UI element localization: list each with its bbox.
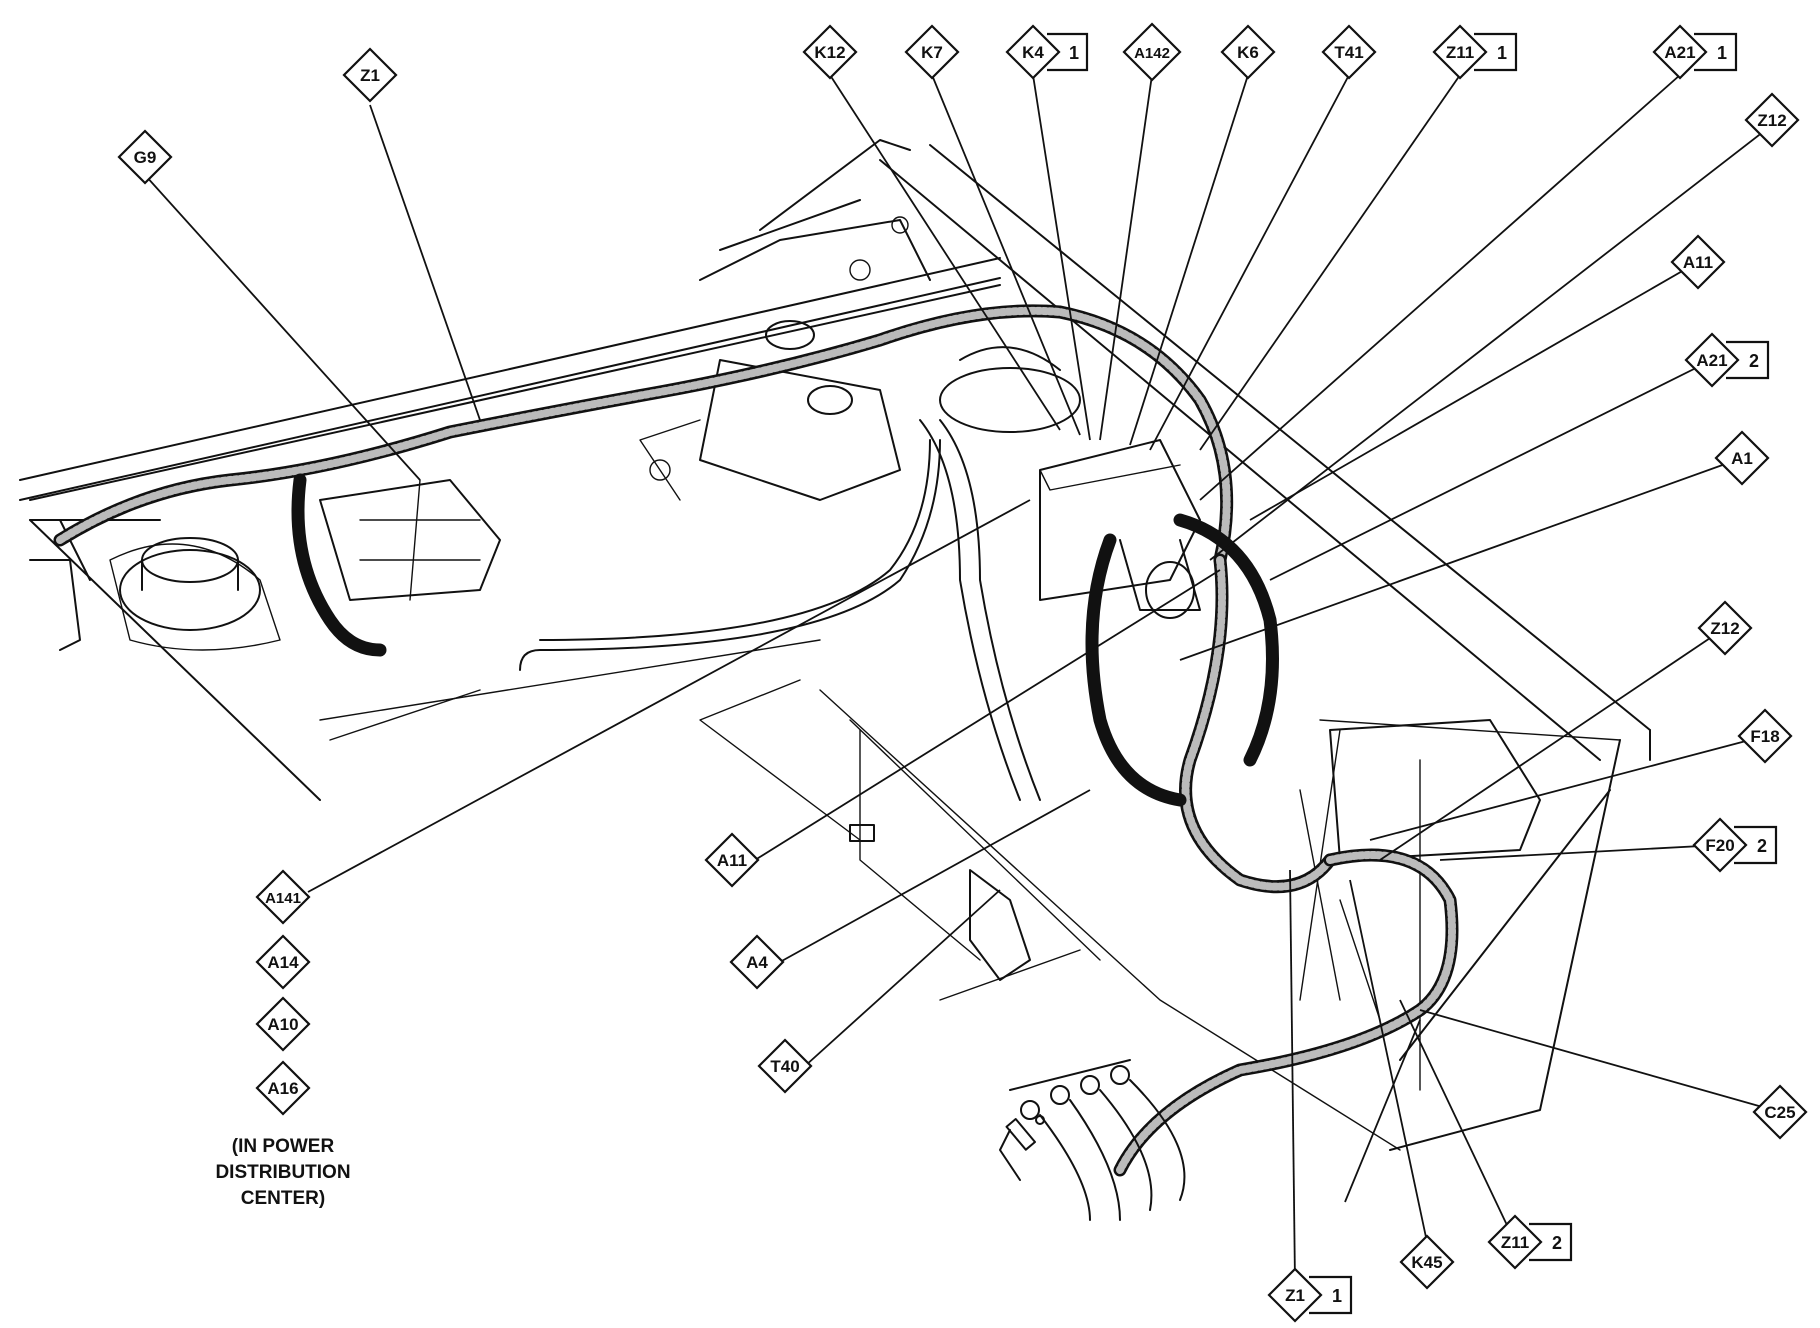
svg-text:K6: K6 [1237,43,1259,62]
note-line-2: DISTRIBUTION [215,1162,350,1183]
svg-text:A11: A11 [717,851,747,870]
callout-z11-top: Z11 1 [1432,24,1518,80]
svg-text:Z11: Z11 [1501,1233,1529,1252]
callout-z1-bottom: Z1 1 [1267,1267,1353,1323]
svg-text:A21: A21 [1696,351,1727,370]
svg-text:K4: K4 [1022,43,1044,62]
svg-text:2: 2 [1757,836,1767,856]
svg-text:A11: A11 [1683,253,1713,272]
callout-a14: A14 [255,934,311,990]
note-line-1: (IN POWER [232,1136,335,1157]
callout-g9: G9 [117,129,173,185]
svg-text:T41: T41 [1334,43,1363,62]
svg-text:A4: A4 [746,953,768,972]
svg-text:1: 1 [1332,1286,1342,1306]
svg-text:F20: F20 [1705,836,1734,855]
callout-t40: T40 [757,1038,813,1094]
callout-a16: A16 [255,1060,311,1116]
callout-k4: K4 1 [1005,24,1089,80]
svg-text:1: 1 [1069,43,1079,63]
note-line-3: CENTER) [241,1188,325,1209]
callout-c25: C25 [1752,1084,1808,1140]
svg-text:T40: T40 [770,1057,799,1076]
svg-text:K7: K7 [921,43,943,62]
callout-a1: A1 [1714,430,1770,486]
callout-a141: A141 [255,869,311,925]
svg-text:A14: A14 [267,953,299,972]
svg-text:2: 2 [1552,1233,1562,1253]
svg-text:A141: A141 [265,890,301,907]
callout-k6: K6 [1220,24,1276,80]
svg-text:2: 2 [1749,351,1759,371]
svg-text:Z12: Z12 [1757,111,1786,130]
callout-z12-right: Z12 [1697,600,1753,656]
wiring-harness [53,304,1459,1221]
callout-a21-top: A21 1 [1652,24,1738,80]
callout-a11-left: A11 [704,832,760,888]
svg-text:G9: G9 [134,148,157,167]
callout-a11-right: A11 [1670,234,1726,290]
callout-f18: F18 [1737,708,1793,764]
svg-text:Z11: Z11 [1446,43,1474,62]
svg-text:A21: A21 [1664,43,1695,62]
svg-text:A16: A16 [267,1079,298,1098]
ground-terminals [999,1059,1186,1221]
svg-text:K45: K45 [1411,1253,1442,1272]
svg-text:A10: A10 [267,1015,298,1034]
svg-text:A1: A1 [1731,449,1753,468]
callout-f20: F20 2 [1692,817,1778,873]
svg-text:Z1: Z1 [1285,1286,1305,1305]
callout-k45: K45 [1399,1234,1455,1290]
power-distribution-note: (IN POWER DISTRIBUTION CENTER) [215,1136,350,1209]
svg-text:F18: F18 [1750,727,1779,746]
svg-text:K12: K12 [814,43,845,62]
svg-text:1: 1 [1717,43,1727,63]
callout-z12-top: Z12 [1744,92,1800,148]
callout-a4: A4 [729,934,785,990]
svg-text:1: 1 [1497,43,1507,63]
engine-compartment-drawing [19,139,1651,1151]
callout-a10: A10 [255,996,311,1052]
callout-t41: T41 [1321,24,1377,80]
callout-z11-bottom: Z11 2 [1487,1214,1573,1270]
svg-text:Z1: Z1 [360,66,380,85]
callout-k12: K12 [802,24,858,80]
svg-text:A142: A142 [1134,45,1170,62]
callout-z1-top: Z1 [342,47,398,103]
svg-text:C25: C25 [1764,1103,1795,1122]
leader-lines [144,74,1781,1283]
callout-k7: K7 [904,24,960,80]
callout-a21-right: A21 2 [1684,332,1770,388]
callouts: G9 Z1 K12 K7 K4 1 A142 [117,22,1808,1323]
svg-text:Z12: Z12 [1710,619,1739,638]
callout-a142: A142 [1122,22,1182,82]
